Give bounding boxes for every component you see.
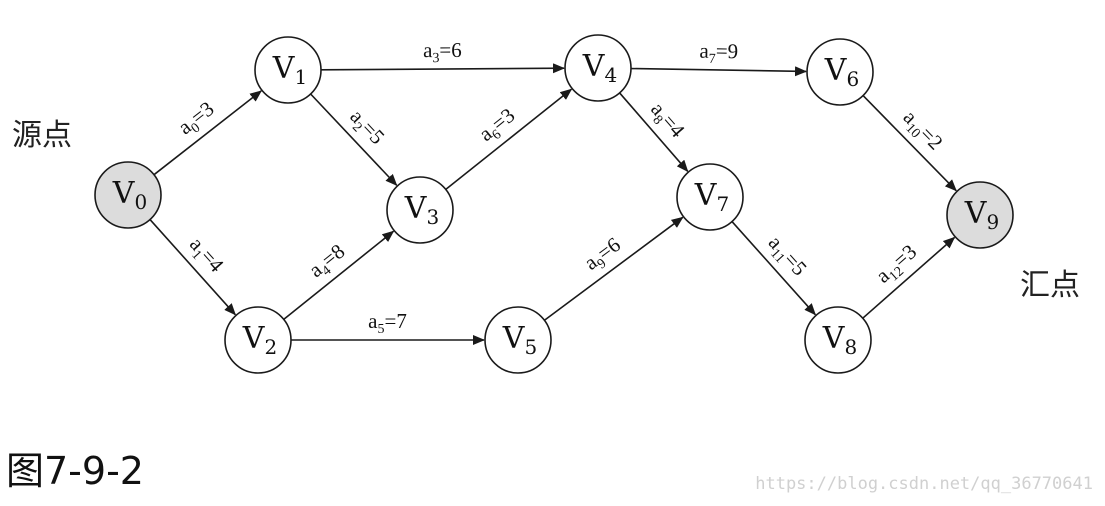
edge-arrow bbox=[320, 63, 566, 74]
node-circle bbox=[386, 176, 454, 244]
edge-v6-v9: a10=2 bbox=[862, 95, 957, 192]
node-v2: V2 bbox=[224, 306, 292, 374]
edge-weight-label: a6=3 bbox=[474, 103, 522, 149]
node-label: V4 bbox=[582, 49, 617, 87]
edge-v1-v3: a2=5 bbox=[310, 93, 398, 186]
node-label: V5 bbox=[502, 321, 537, 359]
edge-weight-label: a5=7 bbox=[368, 309, 407, 337]
edge-v7-v8: a11=5 bbox=[731, 221, 816, 316]
edge-weight-label: a8=4 bbox=[643, 97, 690, 145]
node-circle bbox=[224, 306, 292, 374]
node-v7: V7 bbox=[676, 163, 744, 231]
edge-weight-label: a3=6 bbox=[423, 38, 462, 66]
edge-weight-label: a12=3 bbox=[871, 239, 924, 290]
edge-arrow bbox=[862, 95, 957, 192]
node-v1: V1 bbox=[254, 36, 322, 104]
node-label: V7 bbox=[694, 178, 729, 216]
node-label: V3 bbox=[404, 191, 439, 229]
edge-weight-label: a2=5 bbox=[343, 104, 390, 151]
edge-v2-v5: a5=7 bbox=[291, 309, 485, 345]
node-v4: V4 bbox=[564, 34, 632, 102]
edge-arrow bbox=[543, 216, 684, 321]
edge-v5-v7: a9=6 bbox=[543, 216, 684, 321]
node-label: V1 bbox=[272, 51, 307, 89]
edge-arrow bbox=[619, 92, 689, 173]
aoe-network-diagram: a0=3 a1=4 a2=5 a3=6 a4=8 a5=7 a6=3 a7=9 a8=4 a9=6… bbox=[12, 34, 1080, 374]
edge-arrow bbox=[310, 93, 398, 186]
edge-weight-label: a1=4 bbox=[182, 232, 229, 280]
node-v3: V3 bbox=[386, 176, 454, 244]
node-circle bbox=[564, 34, 632, 102]
edge-v0-v1: a0=3 bbox=[153, 90, 262, 176]
node-label: V8 bbox=[822, 321, 857, 359]
sink-label: 汇点 bbox=[1020, 268, 1080, 303]
node-v8: V8 bbox=[804, 306, 872, 374]
node-v0: V0 bbox=[94, 161, 162, 229]
node-label: V0 bbox=[112, 176, 147, 214]
edge-weight-label: a9=6 bbox=[580, 232, 628, 278]
edge-weight-label: a0=3 bbox=[173, 96, 221, 142]
node-circle bbox=[804, 306, 872, 374]
node-circle bbox=[254, 36, 322, 104]
edge-weight-label: a10=2 bbox=[896, 105, 948, 157]
edge-v2-v3: a4=8 bbox=[283, 230, 395, 320]
edge-v0-v2: a1=4 bbox=[149, 219, 236, 316]
node-v5: V5 bbox=[484, 306, 552, 374]
watermark-url: https://blog.csdn.net/qq_36770641 bbox=[755, 474, 1093, 494]
edge-arrow bbox=[283, 230, 395, 320]
node-label: V2 bbox=[242, 321, 277, 359]
node-circle bbox=[806, 38, 874, 106]
figure-caption: 图7-9-2 bbox=[6, 449, 144, 493]
node-label: V9 bbox=[964, 196, 999, 234]
edge-arrow bbox=[630, 66, 808, 77]
edge-weight-label: a11=5 bbox=[761, 231, 812, 283]
node-v6: V6 bbox=[806, 38, 874, 106]
node-label: V6 bbox=[824, 53, 859, 91]
edge-weight-label: a4=8 bbox=[304, 239, 352, 285]
edge-arrow bbox=[731, 221, 816, 316]
node-circle bbox=[946, 181, 1014, 249]
edge-v8-v9: a12=3 bbox=[862, 236, 956, 319]
edge-v3-v4: a6=3 bbox=[445, 88, 573, 191]
edge-v1-v4: a3=6 bbox=[320, 38, 566, 74]
edge-arrow bbox=[445, 88, 573, 191]
node-circle bbox=[676, 163, 744, 231]
node-v9: V9 bbox=[946, 181, 1014, 249]
node-circle bbox=[94, 161, 162, 229]
node-circle bbox=[484, 306, 552, 374]
edge-weight-label: a7=9 bbox=[699, 39, 738, 68]
edge-arrow bbox=[862, 236, 956, 319]
edge-v4-v7: a8=4 bbox=[619, 92, 690, 173]
source-label: 源点 bbox=[12, 118, 72, 153]
edge-arrow bbox=[149, 219, 236, 316]
edge-arrow bbox=[153, 90, 262, 176]
edge-v4-v6: a7=9 bbox=[630, 39, 808, 77]
